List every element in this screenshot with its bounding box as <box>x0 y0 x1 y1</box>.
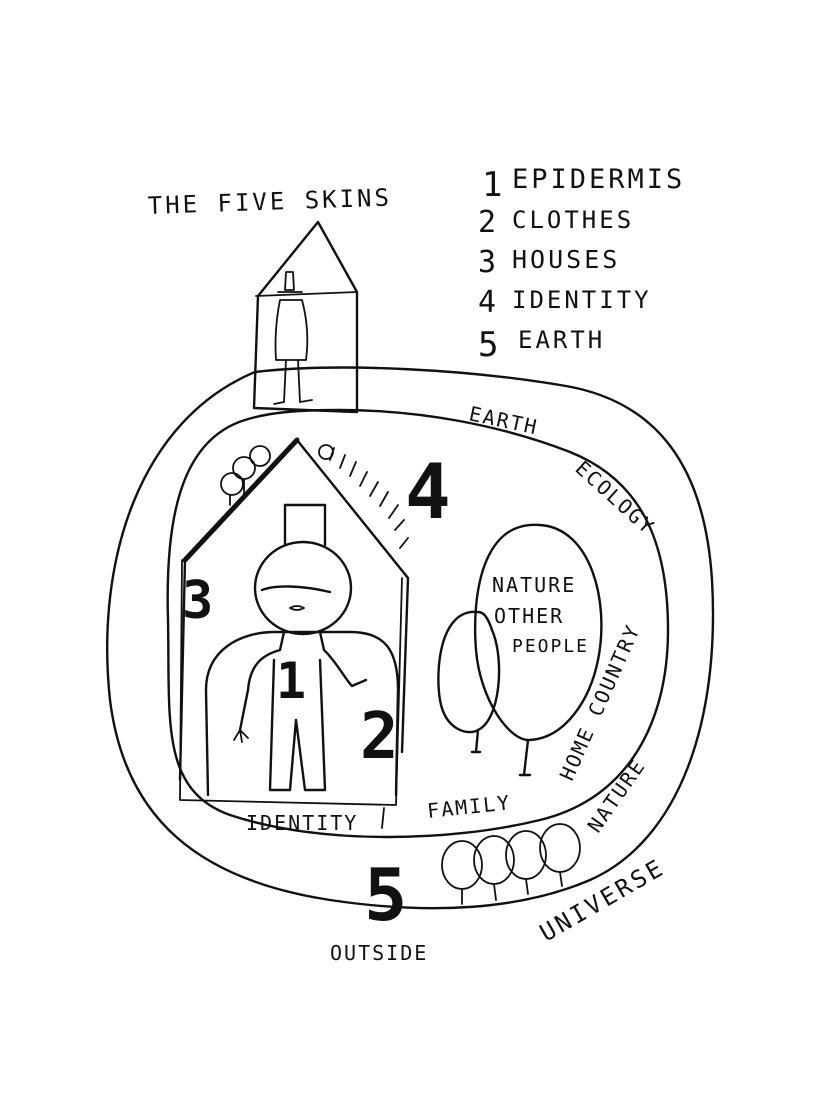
marker-two: 2 <box>360 700 399 774</box>
label-ecology: ECOLOGY <box>571 456 660 540</box>
tree-cluster-icon <box>220 444 334 506</box>
marker-five: 5 <box>364 853 407 937</box>
clothes-outline <box>204 630 400 797</box>
legend-label: HOUSES <box>512 245 620 274</box>
diagram-title: THE FIVE SKINS <box>147 183 392 220</box>
label-universe: UNIVERSE <box>535 853 670 947</box>
marker-one: 1 <box>276 652 306 710</box>
legend-label: EPIDERMIS <box>512 164 685 195</box>
legend-label: CLOTHES <box>512 206 634 234</box>
tree-icon <box>437 523 603 777</box>
legend-number: 4 <box>478 285 499 320</box>
label-outside: OUTSIDE <box>330 941 428 965</box>
legend-number: 2 <box>478 205 499 240</box>
legend-number: 3 <box>478 245 499 280</box>
small-house-icon <box>252 220 359 414</box>
legend-number: 1 <box>482 165 505 205</box>
label-other: OTHER <box>494 604 564 628</box>
legend-label: IDENTITY <box>512 286 652 314</box>
small-figure-icon <box>273 271 313 405</box>
legend: 1 EPIDERMIS 2 CLOTHES 3 HOUSES 4 IDENTIT… <box>478 164 685 365</box>
figure-icon <box>233 503 368 792</box>
roof-grass-icon <box>329 447 409 549</box>
outer-earth-outline <box>106 366 715 910</box>
legend-item: 3 HOUSES <box>478 245 620 280</box>
label-family: FAMILY <box>426 790 512 823</box>
legend-item: 1 EPIDERMIS <box>482 164 685 205</box>
tree-row-icon <box>441 823 581 905</box>
inner-identity-outline <box>166 408 670 839</box>
label-people: PEOPLE <box>512 636 589 657</box>
label-identity: IDENTITY <box>246 811 358 835</box>
marker-three: 3 <box>182 571 213 631</box>
label-nature-outer: NATURE <box>582 754 650 837</box>
legend-item: 2 CLOTHES <box>478 205 634 240</box>
legend-item: 5 EARTH <box>478 325 605 365</box>
legend-item: 4 IDENTITY <box>478 285 652 320</box>
legend-number: 5 <box>478 325 501 365</box>
label-nature-inner: NATURE <box>492 573 576 597</box>
label-earth: EARTH <box>467 401 541 439</box>
legend-label: EARTH <box>518 326 605 354</box>
marker-four: 4 <box>405 447 451 536</box>
